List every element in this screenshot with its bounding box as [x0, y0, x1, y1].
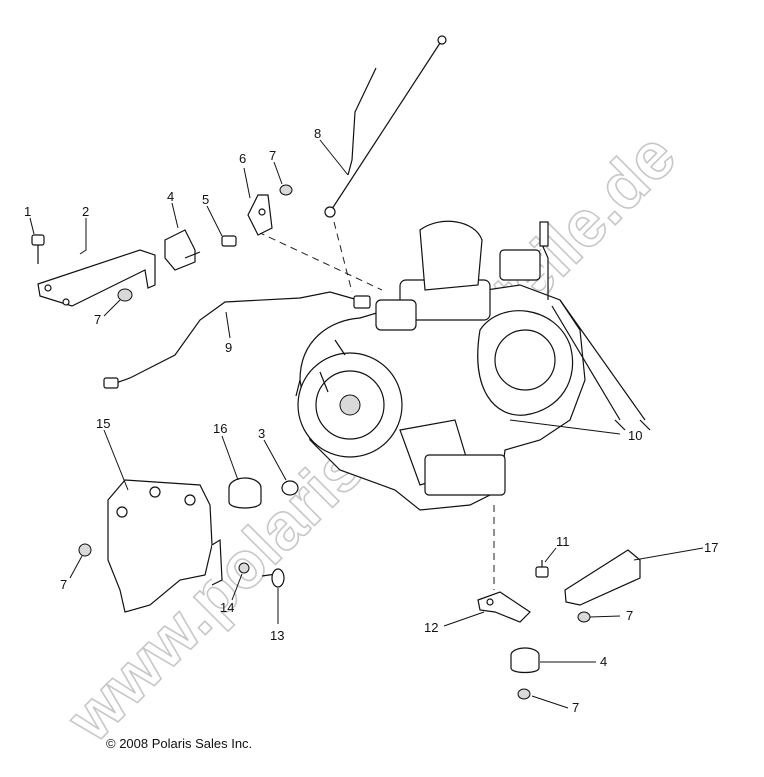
- callout-16: 16: [213, 421, 227, 436]
- callout-7: 7: [572, 700, 579, 715]
- support-rod-part: [324, 35, 447, 218]
- callout-15: 15: [96, 416, 110, 431]
- callout-6: 6: [239, 151, 246, 166]
- mount-plate-part: [477, 591, 531, 623]
- callout-14: 14: [220, 600, 234, 615]
- callout-4: 4: [600, 654, 607, 669]
- nut-part: [117, 288, 133, 302]
- rubber-mount-part: [510, 647, 540, 674]
- side-bracket-part: [107, 479, 223, 613]
- nut-part: [78, 543, 92, 557]
- alignment-line: [333, 221, 353, 293]
- washer-part: [281, 480, 299, 496]
- bolt-part: [535, 560, 549, 578]
- engine-part: [295, 220, 651, 511]
- callout-8: 8: [314, 126, 321, 141]
- callout-7: 7: [269, 148, 276, 163]
- leader-lines: [29, 139, 704, 709]
- callout-13: 13: [270, 628, 284, 643]
- callout-1: 1: [24, 204, 31, 219]
- callout-11: 11: [556, 534, 570, 549]
- link-bracket-part: [564, 549, 641, 606]
- nut-part: [238, 562, 250, 574]
- callout-4: 4: [167, 189, 174, 204]
- rubber-mount-part: [228, 477, 262, 509]
- mounting-bracket-part: [37, 249, 156, 307]
- callout-7: 7: [60, 577, 67, 592]
- callout-2: 2: [82, 204, 89, 219]
- nut-part: [279, 184, 293, 196]
- callout-17: 17: [704, 540, 718, 555]
- cable-part: [103, 291, 371, 389]
- nut-part: [577, 611, 591, 623]
- nut-part: [517, 688, 531, 700]
- bracket-part: [247, 194, 273, 236]
- callout-12: 12: [424, 620, 438, 635]
- callout-9: 9: [225, 340, 232, 355]
- bolt-part: [31, 234, 45, 264]
- bolt-part: [221, 235, 237, 247]
- callout-10: 10: [628, 428, 642, 443]
- rubber-mount-part: [164, 229, 201, 271]
- copyright-text: © 2008 Polaris Sales Inc.: [106, 736, 253, 751]
- callout-5: 5: [202, 192, 209, 207]
- bolt-part: [261, 568, 285, 588]
- callout-labels: 1 2 4 5 6 7 7 8 9 10 15 16 3 7 14 13 11 …: [24, 126, 718, 715]
- alignment-line: [257, 231, 383, 291]
- callout-3: 3: [258, 426, 265, 441]
- callout-7: 7: [626, 608, 633, 623]
- callout-7: 7: [94, 312, 101, 327]
